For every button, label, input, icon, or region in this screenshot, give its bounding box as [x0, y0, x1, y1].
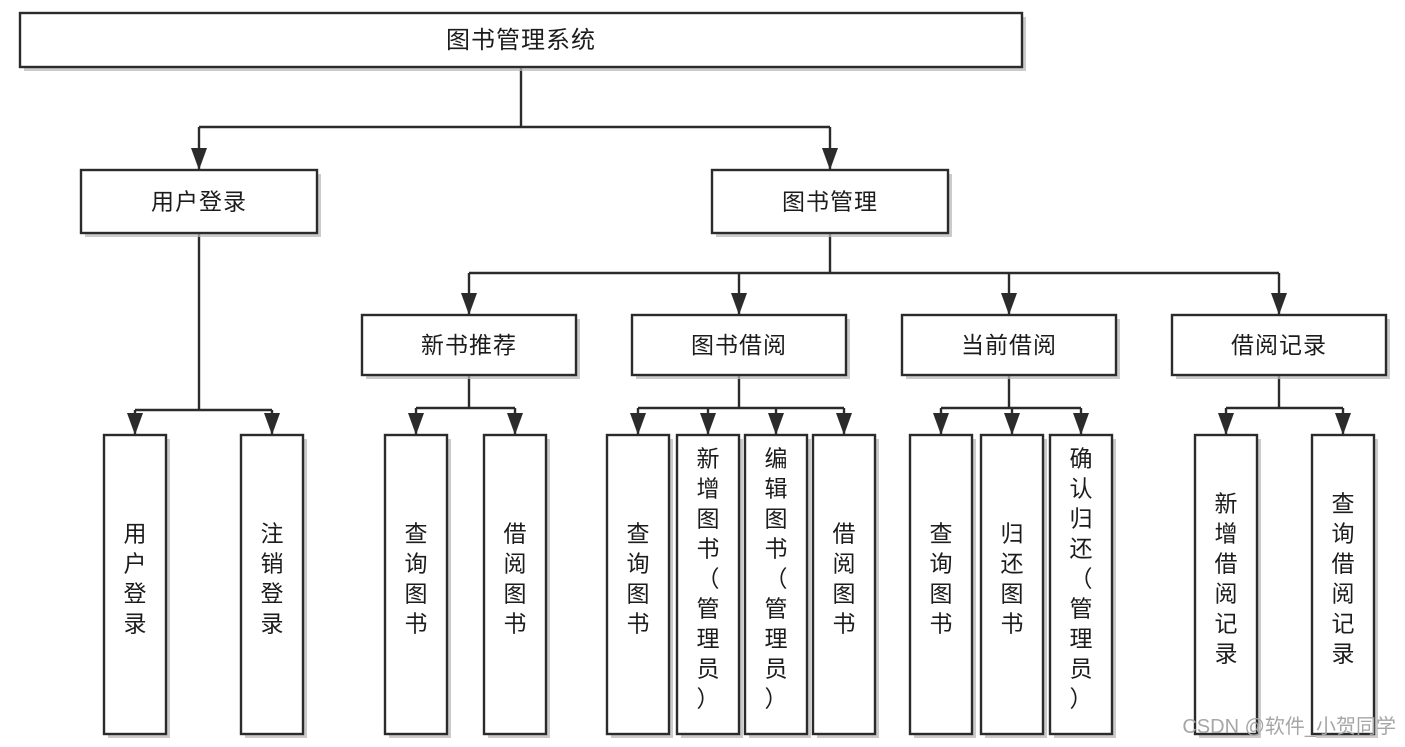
nodes-layer: 图书管理系统用户登录图书管理新书推荐图书借阅当前借阅借阅记录用户登录注销登录查询…: [18, 11, 1390, 738]
node-label: 查询借阅记录: [1332, 491, 1355, 667]
node-box: [102, 433, 168, 736]
node-box: [482, 433, 548, 736]
node-box: [79, 168, 319, 235]
node-leaf-borrow-book-recommend[interactable]: 借阅图书: [482, 433, 550, 738]
node-label: 用户登录: [151, 189, 247, 215]
node-box: [979, 433, 1045, 736]
node-label: 确认归还（管理员）: [1070, 446, 1093, 712]
node-leaf-add-borrow-record[interactable]: 新增借阅记录: [1193, 433, 1261, 738]
node-leaf-query-borrow-record[interactable]: 查询借阅记录: [1310, 433, 1378, 738]
node-leaf-edit-book[interactable]: 编辑图书（管理员）: [743, 433, 811, 738]
node-box: [630, 313, 848, 377]
node-label: 查询图书: [930, 521, 953, 637]
node-label: 用户登录: [124, 521, 147, 637]
node-leaf-query-book-borrow[interactable]: 查询图书: [605, 433, 673, 738]
node-label: 新增图书（管理员）: [697, 446, 720, 712]
node-box: [675, 433, 741, 736]
node-current-borrow[interactable]: 当前借阅: [900, 313, 1120, 379]
node-leaf-confirm-return[interactable]: 确认归还（管理员）: [1048, 433, 1116, 738]
node-label: 新书推荐: [421, 332, 517, 358]
node-leaf-user-logout[interactable]: 注销登录: [239, 433, 307, 738]
node-box: [1048, 433, 1114, 736]
node-leaf-query-book-current[interactable]: 查询图书: [908, 433, 976, 738]
node-label: 借阅图书: [504, 521, 527, 637]
node-box: [811, 433, 877, 736]
node-label: 图书借阅: [691, 332, 787, 358]
node-label: 图书管理系统: [446, 27, 596, 54]
node-label: 借阅图书: [833, 521, 856, 637]
node-box: [383, 433, 449, 736]
node-book-manage[interactable]: 图书管理: [710, 168, 952, 237]
node-box: [908, 433, 974, 736]
connectors-layer: [127, 67, 1351, 435]
node-label: 新增借阅记录: [1215, 491, 1238, 667]
node-label: 编辑图书（管理员）: [765, 446, 788, 712]
csdn-watermark: CSDN @软件_小贺同学: [1182, 715, 1396, 738]
node-box: [360, 313, 578, 377]
node-label: 查询图书: [627, 521, 650, 637]
node-box: [605, 433, 671, 736]
node-box: [1170, 313, 1388, 377]
node-leaf-borrow-book[interactable]: 借阅图书: [811, 433, 879, 738]
node-box: [710, 168, 950, 235]
node-label: 当前借阅: [961, 332, 1057, 358]
node-box: [900, 313, 1118, 377]
node-leaf-return-book[interactable]: 归还图书: [979, 433, 1047, 738]
node-label: 查询图书: [405, 521, 428, 637]
node-label: 注销登录: [261, 521, 284, 637]
node-leaf-user-login[interactable]: 用户登录: [102, 433, 170, 738]
node-label: 图书管理: [782, 189, 878, 215]
node-box: [1310, 433, 1376, 736]
node-borrow-record[interactable]: 借阅记录: [1170, 313, 1390, 379]
node-label: 归还图书: [1001, 521, 1024, 637]
node-box: [239, 433, 305, 736]
node-user-login[interactable]: 用户登录: [79, 168, 321, 237]
node-book-borrow[interactable]: 图书借阅: [630, 313, 850, 379]
node-root[interactable]: 图书管理系统: [18, 11, 1026, 71]
node-label: 借阅记录: [1231, 332, 1327, 358]
node-box: [18, 11, 1024, 69]
node-leaf-add-book[interactable]: 新增图书（管理员）: [675, 433, 743, 738]
node-new-book-recommend[interactable]: 新书推荐: [360, 313, 580, 379]
node-box: [1193, 433, 1259, 736]
node-leaf-query-book-recommend[interactable]: 查询图书: [383, 433, 451, 738]
node-box: [743, 433, 809, 736]
